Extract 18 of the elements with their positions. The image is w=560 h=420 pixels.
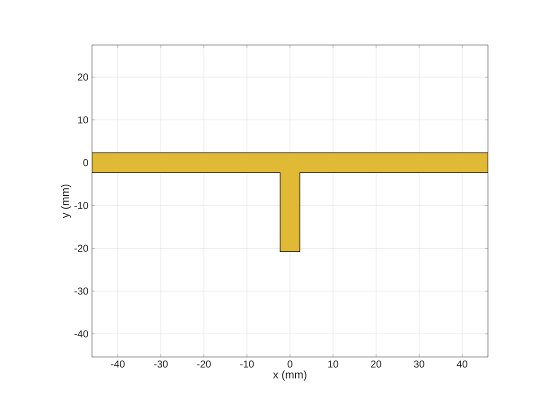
- x-tick-label: 20: [371, 360, 382, 368]
- x-tick-label: -30: [154, 360, 168, 368]
- x-tick-label: -10: [240, 360, 254, 368]
- x-tick-label: 40: [456, 360, 468, 368]
- x-axis-title: x (mm): [273, 370, 306, 381]
- y-tick-label: 20: [78, 74, 88, 81]
- x-tick-label: 30: [414, 360, 424, 368]
- y-tick-label: 0: [83, 159, 88, 166]
- y-tick-label: -40: [74, 330, 88, 338]
- y-tick-label: -10: [74, 202, 88, 210]
- x-tick-label: -40: [111, 360, 125, 368]
- x-tick-label: 0: [288, 360, 292, 368]
- x-tick-label: -20: [197, 360, 211, 368]
- x-tick-label: 10: [328, 360, 338, 368]
- y-tick-label: 10: [78, 116, 88, 124]
- y-tick-label: -20: [74, 244, 88, 252]
- y-tick-label: -30: [74, 288, 88, 295]
- y-axis-title: y (mm): [60, 184, 72, 218]
